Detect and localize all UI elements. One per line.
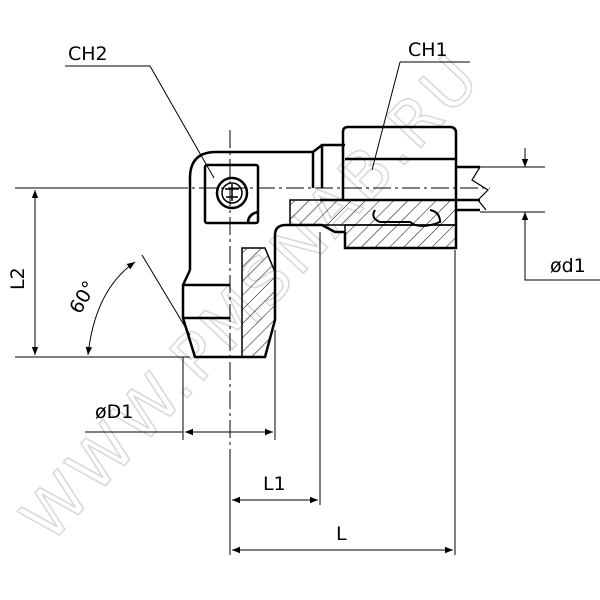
manufacturer-logo-icon <box>215 176 249 210</box>
label-angle: 60° <box>65 277 101 317</box>
label-ch1: CH1 <box>408 39 448 61</box>
label-d1-inner: ød1 <box>550 255 586 277</box>
angle-dimension <box>85 261 136 356</box>
hatched-sections <box>241 199 457 358</box>
label-ch2: CH2 <box>68 43 108 65</box>
dimension-lines <box>15 61 600 555</box>
label-l: L <box>336 523 347 545</box>
label-l1: L1 <box>263 473 286 495</box>
ch2-flat <box>203 163 260 225</box>
label-l2: L2 <box>7 267 29 290</box>
dimension-labels: CH2 CH1 L2 60° øD1 ød1 L1 L <box>7 39 586 545</box>
label-d1-outer: øD1 <box>95 401 133 423</box>
